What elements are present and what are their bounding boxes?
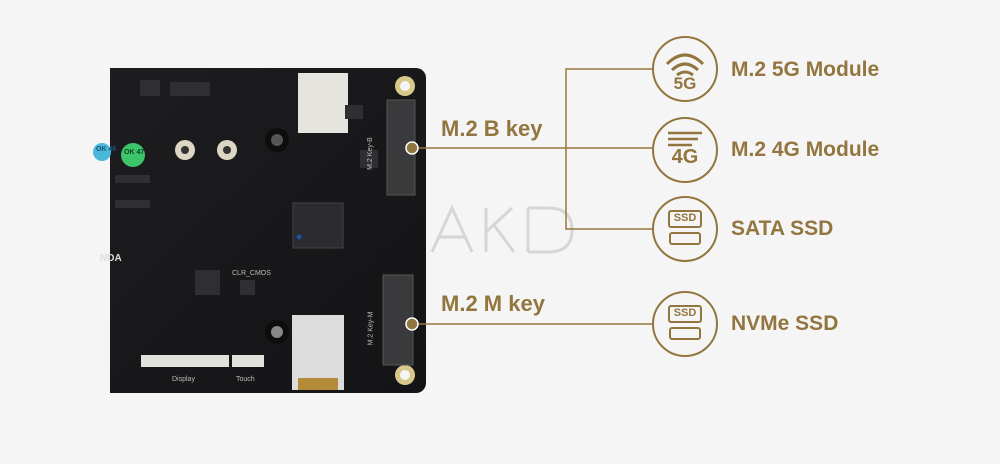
module-label-4g: M.2 4G Module bbox=[731, 138, 880, 161]
wifi-module bbox=[298, 73, 348, 133]
display-silkscreen: Display bbox=[172, 376, 195, 383]
5g-signal-icon bbox=[652, 36, 718, 102]
module-label-sata-ssd: SATA SSD bbox=[731, 217, 834, 240]
ssd-drive-icon bbox=[652, 291, 718, 357]
m-key-connector-dot bbox=[405, 317, 419, 331]
4g-icon-text: 4G bbox=[671, 146, 699, 168]
module-label-5g: M.2 5G Module bbox=[731, 58, 880, 81]
circuit-board bbox=[98, 68, 426, 393]
connector-lines bbox=[412, 68, 653, 325]
akd-watermark bbox=[430, 204, 574, 254]
badge-ok47: OK 47 bbox=[124, 149, 145, 156]
badge-ok46: OK 46 bbox=[96, 146, 117, 153]
ssd-icon-text: SSD bbox=[673, 307, 697, 319]
brand-silkscreen: NDA bbox=[100, 253, 122, 264]
m2-m-key-label: M.2 M key bbox=[441, 291, 545, 316]
5g-icon-text: 5G bbox=[673, 74, 697, 93]
clr-cmos-silkscreen: CLR_CMOS bbox=[232, 270, 271, 277]
emmc-chip bbox=[292, 202, 344, 249]
touch-connector bbox=[232, 355, 264, 367]
touch-silkscreen: Touch bbox=[236, 376, 255, 383]
key-m-silkscreen: M.2 Key-M bbox=[367, 311, 375, 346]
key-b-silkscreen: M.2 Key-B bbox=[366, 137, 374, 170]
module-label-nvme-ssd: NVMe SSD bbox=[731, 312, 839, 335]
ssd-icon-text: SSD bbox=[673, 212, 697, 224]
m2-b-key-label: M.2 B key bbox=[441, 116, 543, 141]
ssd-drive-icon bbox=[652, 196, 718, 262]
sim-card-slot bbox=[292, 315, 344, 390]
display-connector bbox=[141, 355, 229, 367]
b-key-connector-dot bbox=[405, 141, 419, 155]
